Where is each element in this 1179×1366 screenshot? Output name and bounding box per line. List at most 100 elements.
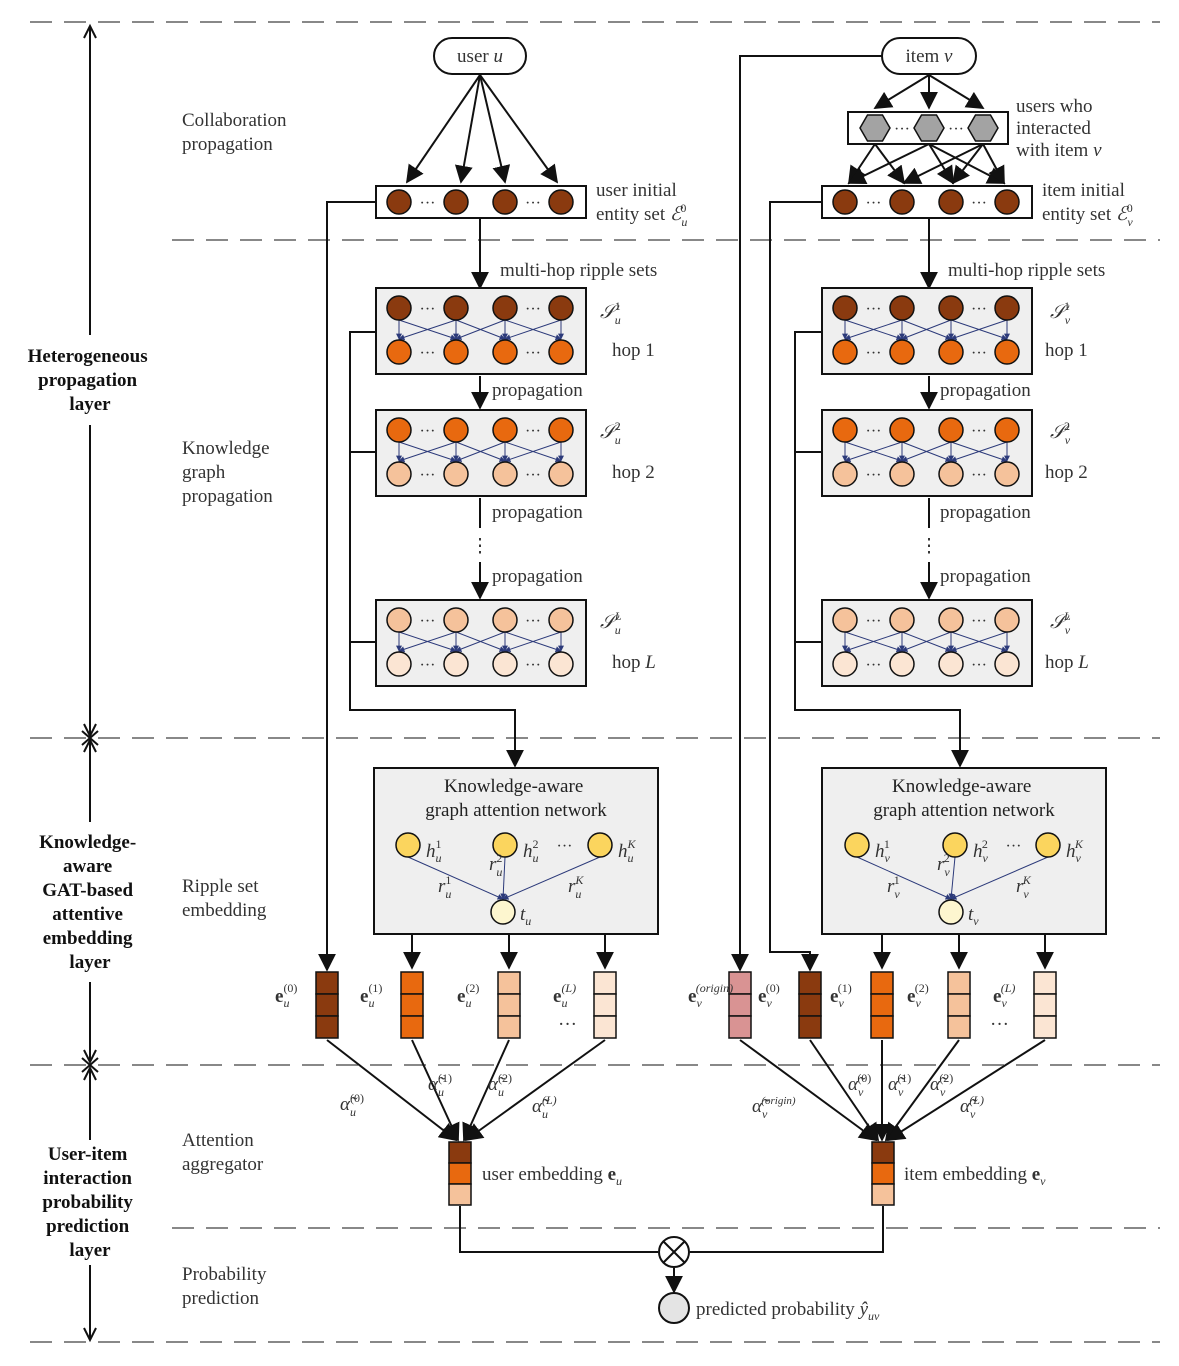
hop-panel: ··· ··· ··· ··· [375, 409, 587, 497]
item-column: item v ······ users who interacted with … [688, 37, 1133, 1206]
head-entity-node [938, 607, 964, 633]
item-alpha-L: α̃v(L) [960, 1093, 984, 1121]
item-embedding-bars: ev(origin)ev(0)ev(1)ev(2)ev(L) [688, 971, 1057, 1039]
tail-entity-node [386, 339, 412, 365]
head-embedding-node [492, 832, 518, 858]
embedding-bar-label: ev(2) [907, 981, 929, 1010]
head-embedding-node [1035, 832, 1061, 858]
head-embedding-label: hu1 [426, 837, 442, 865]
item-alpha-2: α̃v(2) [930, 1071, 953, 1099]
prediction-label: predicted probability ŷuv [696, 1299, 880, 1323]
tail-entity-node [548, 339, 574, 365]
item-alpha-0: α̃v(0) [848, 1071, 871, 1099]
attention-edge [950, 856, 1049, 900]
head-entity-node [889, 607, 915, 633]
embedding-cell [798, 1015, 822, 1039]
attention-edge [856, 856, 952, 900]
head-embedding-label: hvK [1066, 837, 1084, 865]
layer-span-arrows [81, 23, 99, 1343]
embedding-bar-label: ev(L) [993, 981, 1015, 1010]
relation-edge [398, 441, 457, 463]
embedding-bar: eu(0) [275, 971, 339, 1039]
head-entity-node [994, 417, 1020, 443]
user-node [433, 37, 527, 75]
attention-edge [407, 856, 504, 900]
relation-edge [455, 319, 506, 340]
head-entity-node [938, 295, 964, 321]
user-hexagon [967, 114, 999, 142]
user-column: user u ······ user initial entity set ℰu… [275, 37, 687, 1206]
tail-entity-node [443, 339, 469, 365]
relation-label: rv2 [937, 851, 950, 879]
head-entity-node [492, 417, 518, 443]
embedding-bar-label: ev(1) [830, 981, 852, 1010]
head-embedding-node [587, 832, 613, 858]
tail-entity-node [832, 339, 858, 365]
interacted-users: ······ [859, 114, 999, 142]
relation-edge [398, 319, 457, 341]
entity-node [492, 189, 518, 215]
tail-entity-node [994, 339, 1020, 365]
relation-edge [901, 631, 952, 652]
head-entity-node [386, 295, 412, 321]
head-embedding-label: huK [618, 837, 637, 865]
stage-ripple: Ripple set embedding [182, 876, 267, 921]
relation-edge [844, 441, 903, 463]
ellipsis: ··· [420, 657, 436, 674]
relation-edge [844, 319, 903, 341]
embedding-cell [728, 1015, 752, 1039]
entity-node [889, 189, 915, 215]
relation-edge [950, 631, 1008, 653]
embedding-bar: ev(2) [907, 971, 971, 1039]
attention-edge [500, 856, 507, 900]
interacted-users-label: users who interacted with item v [1016, 96, 1102, 161]
head-entity-node [492, 607, 518, 633]
ellipsis: ··· [420, 467, 436, 484]
embedding-cell [497, 971, 521, 995]
user-gat-title: Knowledge-aware graph attention network [425, 776, 607, 821]
relation-label: ru1 [438, 873, 451, 901]
user-embedding-bars: eu(0)eu(1)eu(2)eu(L) [275, 971, 617, 1039]
head-embedding-node [395, 832, 421, 858]
ellipsis: ··· [971, 423, 987, 440]
embedding-bar-label: eu(L) [553, 981, 576, 1010]
ellipsis: ··· [420, 301, 436, 318]
tail-entity-node [889, 461, 915, 487]
head-embedding-label: hu2 [523, 837, 539, 865]
ellipsis: ··· [420, 423, 436, 440]
item-initial-entities: ······ [832, 189, 1020, 215]
head-entity-node [443, 417, 469, 443]
head-entity-node [938, 417, 964, 443]
ellipsis: ··· [525, 423, 541, 440]
ellipsis: ··· [866, 195, 882, 212]
head-entity-node [548, 607, 574, 633]
embedding-bar: ev(L) [993, 971, 1057, 1039]
item-ripple-sets-label: multi-hop ripple sets [948, 260, 1105, 281]
ellipsis: ··· [557, 838, 573, 855]
ellipsis: ··· [866, 657, 882, 674]
ellipsis: ··· [866, 467, 882, 484]
tail-entity-node [889, 651, 915, 677]
item-initial-set-label: item initial entity set ℰv0 [1042, 180, 1133, 229]
user-propagation-2: propagation [492, 502, 583, 523]
embedding-cell [315, 971, 339, 995]
item-propagation-3: propagation [940, 566, 1031, 587]
tail-entity-node [938, 339, 964, 365]
item-alpha-origin: α̃v(origin) [752, 1095, 796, 1121]
embedding-cell [315, 993, 339, 1017]
relation-label: ruK [568, 873, 584, 901]
item-propagation-2: propagation [940, 502, 1031, 523]
hop-panel: ············ [821, 287, 1033, 375]
user-hop-L-label: hop L [612, 652, 656, 673]
ellipsis: ··· [420, 195, 436, 212]
tail-entity-node [938, 651, 964, 677]
embedding-cell [870, 993, 894, 1017]
prediction: predicted probability ŷuv [459, 1206, 884, 1324]
item-set-S2: 𝒮v2 [1050, 419, 1071, 447]
embedding-bar: ev(1) [830, 971, 894, 1039]
ellipsis: ··· [525, 467, 541, 484]
item-hop-1-label: hop 1 [1045, 340, 1088, 361]
item-propagation-1: propagation [940, 380, 1031, 401]
